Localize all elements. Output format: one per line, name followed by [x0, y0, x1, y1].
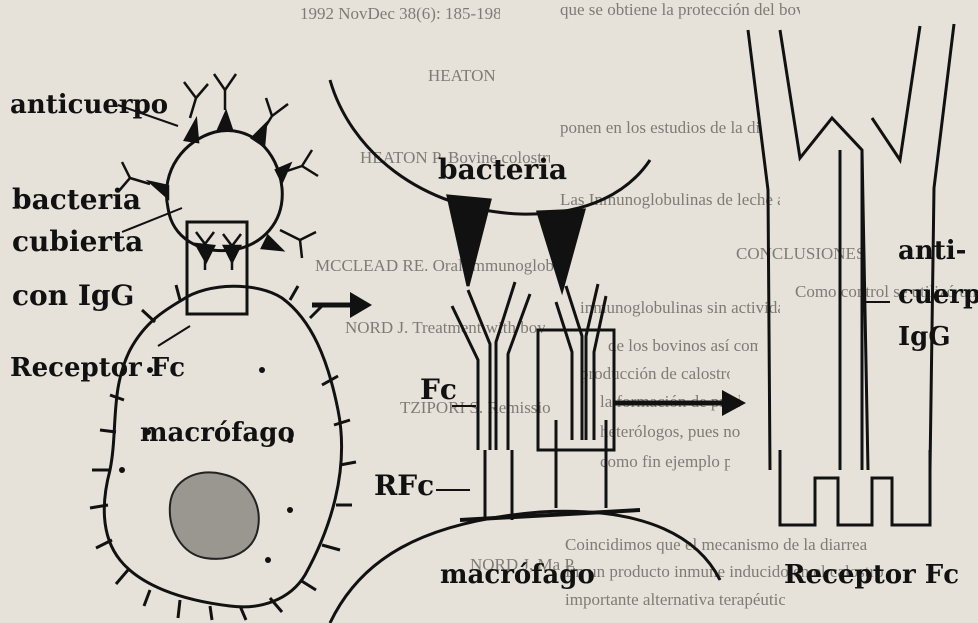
label-rfc: RFc: [374, 472, 434, 500]
nucleus-left: [170, 472, 259, 559]
antibody-left-1: [184, 82, 208, 118]
bacterium-anchor-1: [448, 196, 490, 286]
antibody-middle-left: [452, 282, 530, 520]
antibody-left-2: [214, 74, 236, 110]
label-fc-receptor-right: Receptor Fc: [784, 562, 959, 588]
zoom-box-middle: [538, 330, 614, 450]
bact-spike-5: [150, 182, 168, 198]
bacterium-left: [166, 131, 282, 251]
bacterium-middle-outline: [330, 80, 650, 214]
antibody-left-6: [280, 230, 316, 258]
bact-spike-8: [224, 246, 240, 262]
antibody-middle-right: [556, 284, 606, 508]
bact-spike-7: [196, 244, 214, 262]
arrow-left-head: [350, 292, 372, 318]
label-body: cuerpo: [898, 282, 978, 308]
label-covered: cubierta: [12, 228, 143, 256]
label-macrophage-left: macrófago: [140, 420, 295, 446]
label-fc-receptor-left: Receptor Fc: [10, 355, 185, 381]
label-bacteria-left: bacteria: [12, 186, 141, 214]
bact-spike-2: [218, 112, 232, 130]
bacterium-anchor-2: [538, 210, 584, 290]
bact-spike-6: [262, 236, 282, 250]
label-igg: IgG: [898, 324, 951, 350]
right-panel: [748, 24, 954, 525]
label-fc: Fc: [420, 376, 457, 404]
label-anti: anti-: [898, 238, 966, 264]
label-macrophage-middle: macrófago: [440, 562, 595, 588]
antibody-left-4: [284, 150, 318, 176]
arrow-middle-head: [722, 390, 746, 416]
bact-spike-1: [185, 120, 198, 142]
fc-receptor-right: [780, 450, 930, 525]
label-antibody-left: anticuerpo: [10, 92, 168, 118]
label-with-igg: con IgG: [12, 282, 134, 310]
label-bacteria-middle: bacteria: [438, 156, 567, 184]
